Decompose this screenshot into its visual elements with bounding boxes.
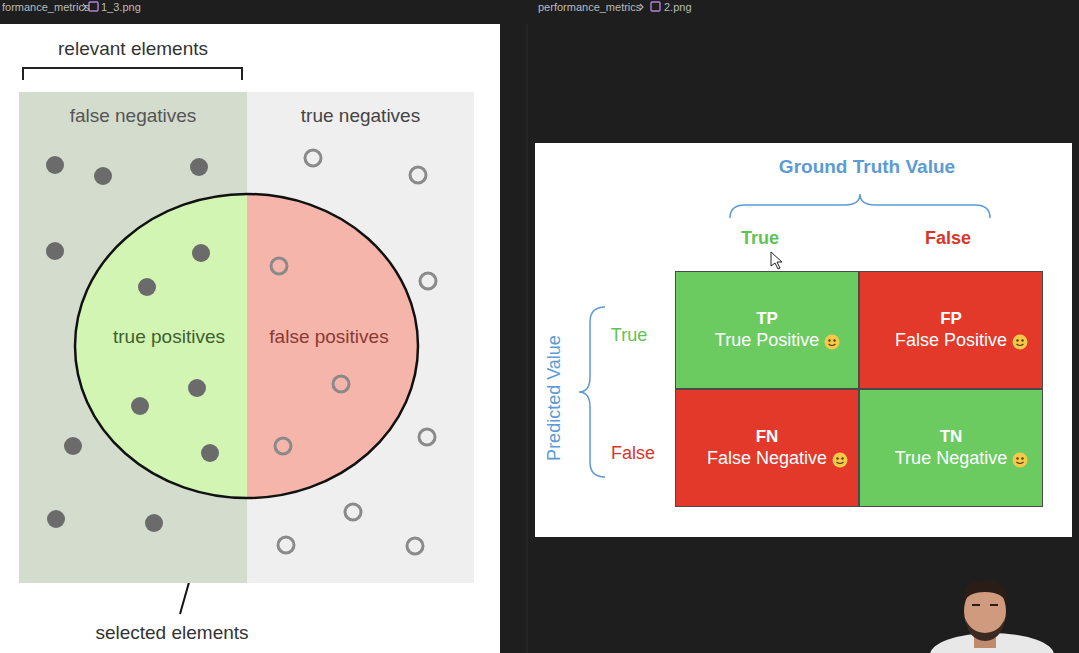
node-text: true positives [113,326,225,348]
image-panel [535,143,1072,537]
relevant-point [145,514,163,532]
matrix-cell: TPTrue Positive [675,271,859,389]
emoji-eye [828,339,830,341]
irrelevant-point [407,538,423,554]
emoji-icon [1012,452,1028,468]
relevant-point [201,444,219,462]
axis-value: True [741,228,779,249]
irrelevant-point [420,273,436,289]
half-ellipse-outline [247,194,418,498]
breadcrumb: performance_metrics [538,1,641,14]
emoji-face [825,334,840,349]
irrelevant-point [305,150,321,166]
false-negative-region: true positives false negatives [19,92,247,583]
emoji-eye [1021,457,1023,459]
irrelevant-point [410,167,426,183]
node-text: false negatives [70,105,197,127]
irrelevant-point [278,537,294,553]
node-text: False Positive [895,330,1007,351]
relevant-point [94,167,112,185]
axis-value: False [925,228,971,249]
node-text: True Negative [895,448,1007,469]
node-text: True Positive [715,330,819,351]
bracket [23,68,242,80]
emoji-eye [1016,339,1018,341]
matrix-cell: TNTrue Negative [859,389,1043,507]
emoji-mouth [837,462,844,464]
half-ellipse-fill [75,194,247,498]
relevant-point [192,244,210,262]
emoji-face [833,452,848,467]
true-positive-area: true positives [75,194,247,498]
cell-abbreviation: FN [756,427,779,447]
irrelevant-point [419,429,435,445]
emoji-eye [836,457,838,459]
half-ellipse-fill [247,194,418,498]
bracket-label: relevant elements [58,38,208,60]
node-text: False Negative [707,448,827,469]
relevant-point [47,510,65,528]
axis-title: Ground Truth Value [779,156,955,178]
irrelevant-point [271,258,287,274]
breadcrumb: formance_metrics [2,1,89,14]
emoji-icon [832,452,848,468]
matrix-cell: FNFalse Negative [675,389,859,507]
emoji-eye [1016,457,1018,459]
half-ellipse-outline [75,194,247,498]
cell-abbreviation: FP [940,309,962,329]
true-negative-region: false positives true negatives [247,92,474,583]
false-positive-area: false positives [247,194,418,498]
matrix-cell: FPFalse Positive [859,271,1043,389]
irrelevant-point [275,438,291,454]
emoji-icon [824,334,840,350]
file-icon [89,2,98,11]
irrelevant-point [333,376,349,392]
breadcrumb: 2.png [664,1,692,14]
emoji-mouth [1017,462,1024,464]
relevant-point [64,437,82,455]
emoji-face [1013,334,1028,349]
curly-brace [579,307,605,477]
emoji-mouth [1017,344,1024,346]
breadcrumb: 1_3.png [101,1,141,14]
cell-abbreviation: TN [940,427,963,447]
irrelevant-point [345,504,361,520]
emoji-eye [833,339,835,341]
axis-title: Predicted Value [544,335,565,461]
emoji-mouth [829,344,836,346]
relevant-point [138,278,156,296]
relevant-point [131,397,149,415]
emoji-eye [1021,339,1023,341]
emoji-face [1013,452,1028,467]
axis-value: False [611,443,655,464]
presenter-webcam [930,580,1054,653]
image-panel [0,24,500,653]
relevant-point [46,242,64,260]
axis-value: True [611,325,647,346]
relevant-point [190,158,208,176]
node-text: false positives [269,326,388,348]
relevant-point [46,156,64,174]
mouse-cursor [771,252,782,269]
callout-label: selected elements [95,622,248,644]
emoji-icon [1012,334,1028,350]
file-icon [651,2,660,11]
relevant-point [188,379,206,397]
pane-divider [527,24,528,653]
curly-brace [730,194,990,218]
emoji-eye [841,457,843,459]
node-text: true negatives [301,105,420,127]
cell-abbreviation: TP [756,309,778,329]
